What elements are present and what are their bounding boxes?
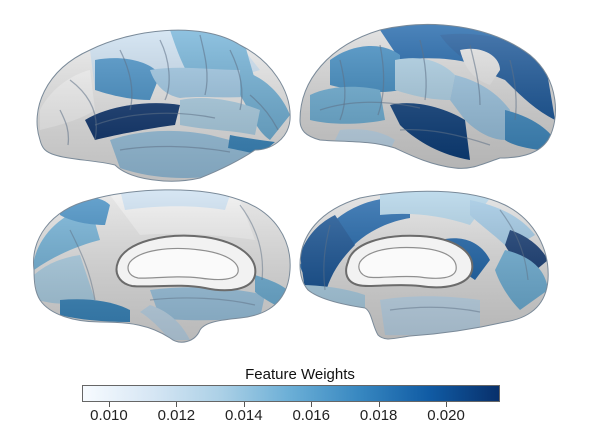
colorbar-tick-label: 0.014 <box>225 407 263 424</box>
right-lateral-view <box>299 23 556 169</box>
colorbar-tick <box>243 402 245 407</box>
colorbar-tick-label: 0.012 <box>157 407 196 424</box>
left-lateral-view <box>36 29 291 182</box>
left-medial-view <box>33 189 291 343</box>
colorbar-title: Feature Weights <box>245 366 355 383</box>
right-medial-view <box>299 190 549 340</box>
colorbar <box>82 385 500 402</box>
colorbar-tick <box>176 402 178 407</box>
colorbar-tick <box>108 402 110 407</box>
colorbar-tick-label: 0.020 <box>427 407 465 424</box>
colorbar-tick <box>378 402 380 407</box>
colorbar-tick-label: 0.018 <box>359 407 398 424</box>
colorbar-tick-label: 0.010 <box>90 407 128 424</box>
colorbar-tick-label: 0.016 <box>292 407 330 424</box>
colorbar-ticks: 0.010 0.012 0.014 0.016 0.018 0.020 <box>0 402 600 432</box>
colorbar-tick <box>311 402 313 407</box>
colorbar-tick <box>446 402 448 407</box>
